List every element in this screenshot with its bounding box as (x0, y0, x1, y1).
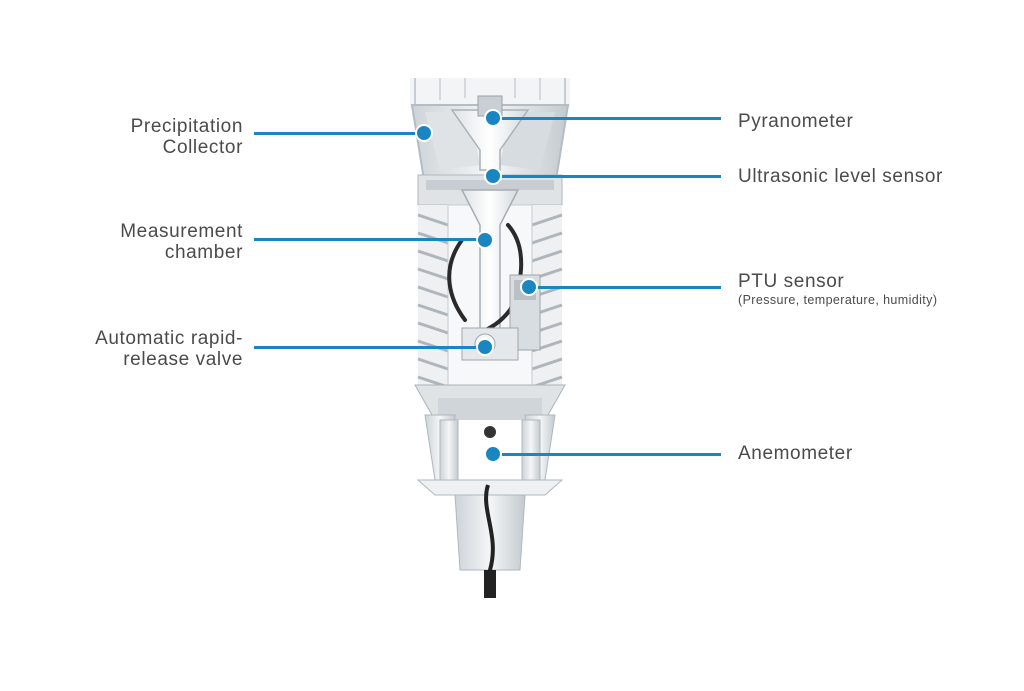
leader-line-measurement (254, 238, 484, 241)
label-measurement-chamber: Measurement chamber (120, 221, 243, 263)
leader-line-valve (254, 346, 484, 349)
label-rapid-release-valve: Automatic rapid- release valve (95, 328, 243, 370)
label-ptu-sensor: PTU sensor (Pressure, temperature, humid… (738, 271, 937, 308)
leader-line-precipitation (254, 132, 424, 135)
marker-ultrasonic (484, 167, 502, 185)
label-precipitation-collector: Precipitation Collector (130, 116, 243, 158)
marker-measurement (476, 231, 494, 249)
label-pyranometer: Pyranometer (738, 111, 854, 132)
marker-anemometer (484, 445, 502, 463)
leader-line-anemometer (493, 453, 721, 456)
precipitation-collector-shape (410, 78, 570, 181)
label-ptu-subtitle: (Pressure, temperature, humidity) (738, 293, 938, 307)
marker-ptu (520, 278, 538, 296)
leader-line-ultrasonic (493, 175, 721, 178)
label-ptu-title: PTU sensor (738, 271, 845, 292)
marker-pyranometer (484, 109, 502, 127)
leader-line-ptu (530, 286, 721, 289)
marker-precipitation (415, 124, 433, 142)
mounting-base-shape (416, 479, 564, 598)
leader-line-pyranometer (493, 117, 721, 120)
label-ultrasonic-level-sensor: Ultrasonic level sensor (738, 166, 943, 187)
anemometer-shape (424, 414, 556, 481)
label-anemometer: Anemometer (738, 443, 853, 464)
marker-valve (476, 338, 494, 356)
